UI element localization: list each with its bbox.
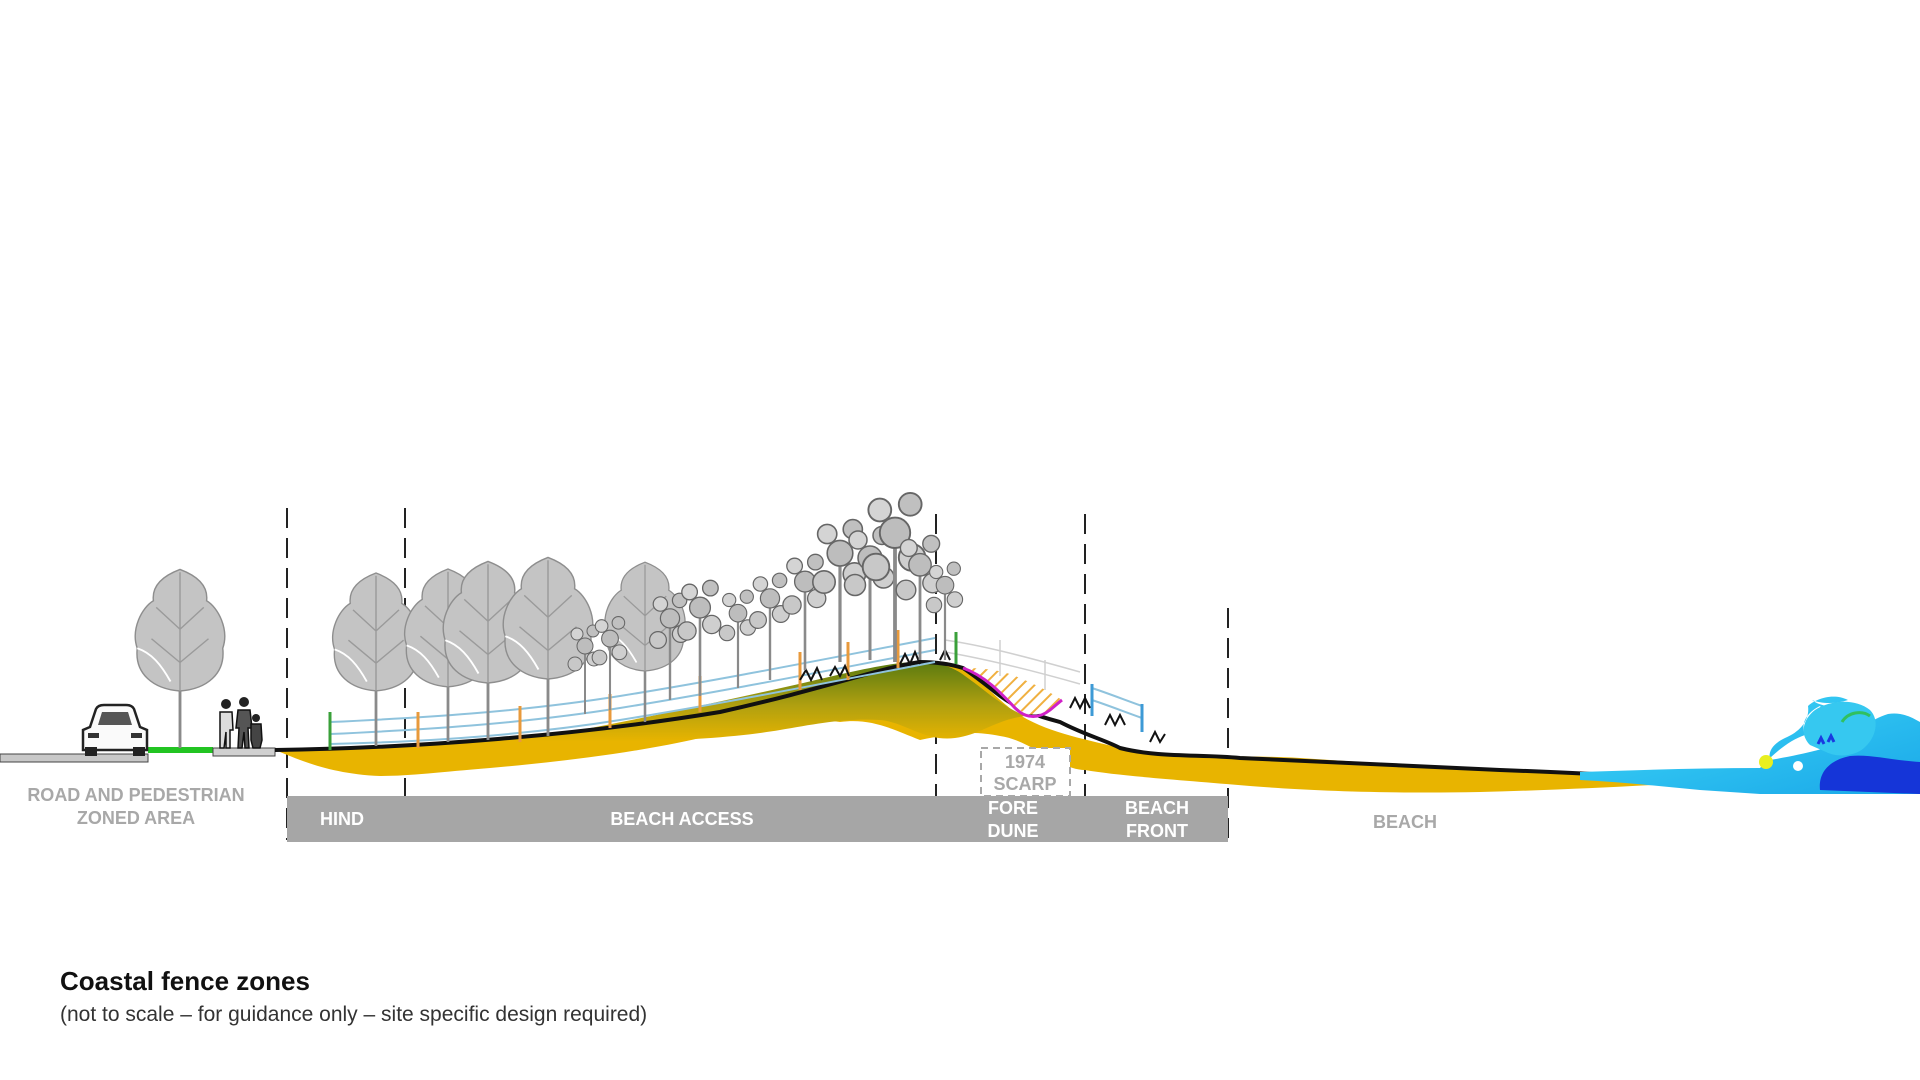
pedestrian-path (148, 747, 213, 753)
zone-label-beach: BEACH (1373, 812, 1437, 832)
tree-icon (676, 578, 723, 698)
zone-label-beach-front-line-1: BEACH (1125, 798, 1189, 818)
beachfront-fence (1090, 684, 1144, 732)
scarp-label-box: 1974 SCARP (980, 747, 1071, 797)
zone-bar-fore-dune (936, 796, 1085, 842)
scarp-label-line-2: SCARP (993, 774, 1056, 794)
zone-label-beach-access: BEACH ACCESS (610, 809, 753, 829)
tree-icon (133, 567, 227, 750)
scarp-line (962, 666, 1063, 718)
road-area-label-line-2: ZONED AREA (77, 808, 195, 828)
zone-bar (287, 796, 1228, 842)
figure-subtitle: (not to scale – for guidance only – site… (60, 1003, 648, 1026)
scarp-hatch (963, 668, 1062, 715)
road (0, 747, 276, 763)
zone-label-fore-dune-line-2: DUNE (987, 821, 1038, 841)
figure-title: Coastal fence zones (60, 966, 310, 996)
zone-bar-hind (287, 796, 405, 842)
tree-icon (860, 490, 928, 664)
tree-icon (331, 571, 421, 748)
wave-icon (1580, 696, 1920, 794)
zone-label-fore-dune-line-1: FORE (988, 798, 1038, 818)
zone-label-beach-front-line-2: FRONT (1126, 821, 1188, 841)
zone-label-hind: HIND (320, 809, 364, 829)
tree-icon (748, 572, 791, 682)
zone-bar-beach-front (1085, 796, 1228, 842)
scarp-label-line-1: 1974 (1005, 752, 1045, 772)
dune-sand (275, 661, 1705, 793)
road-area-label-line-1: ROAD AND PEDESTRIAN (27, 785, 244, 805)
car-icon (81, 703, 149, 756)
zone-bar-beach-access (405, 796, 936, 842)
pedestrians-icon (219, 697, 263, 749)
